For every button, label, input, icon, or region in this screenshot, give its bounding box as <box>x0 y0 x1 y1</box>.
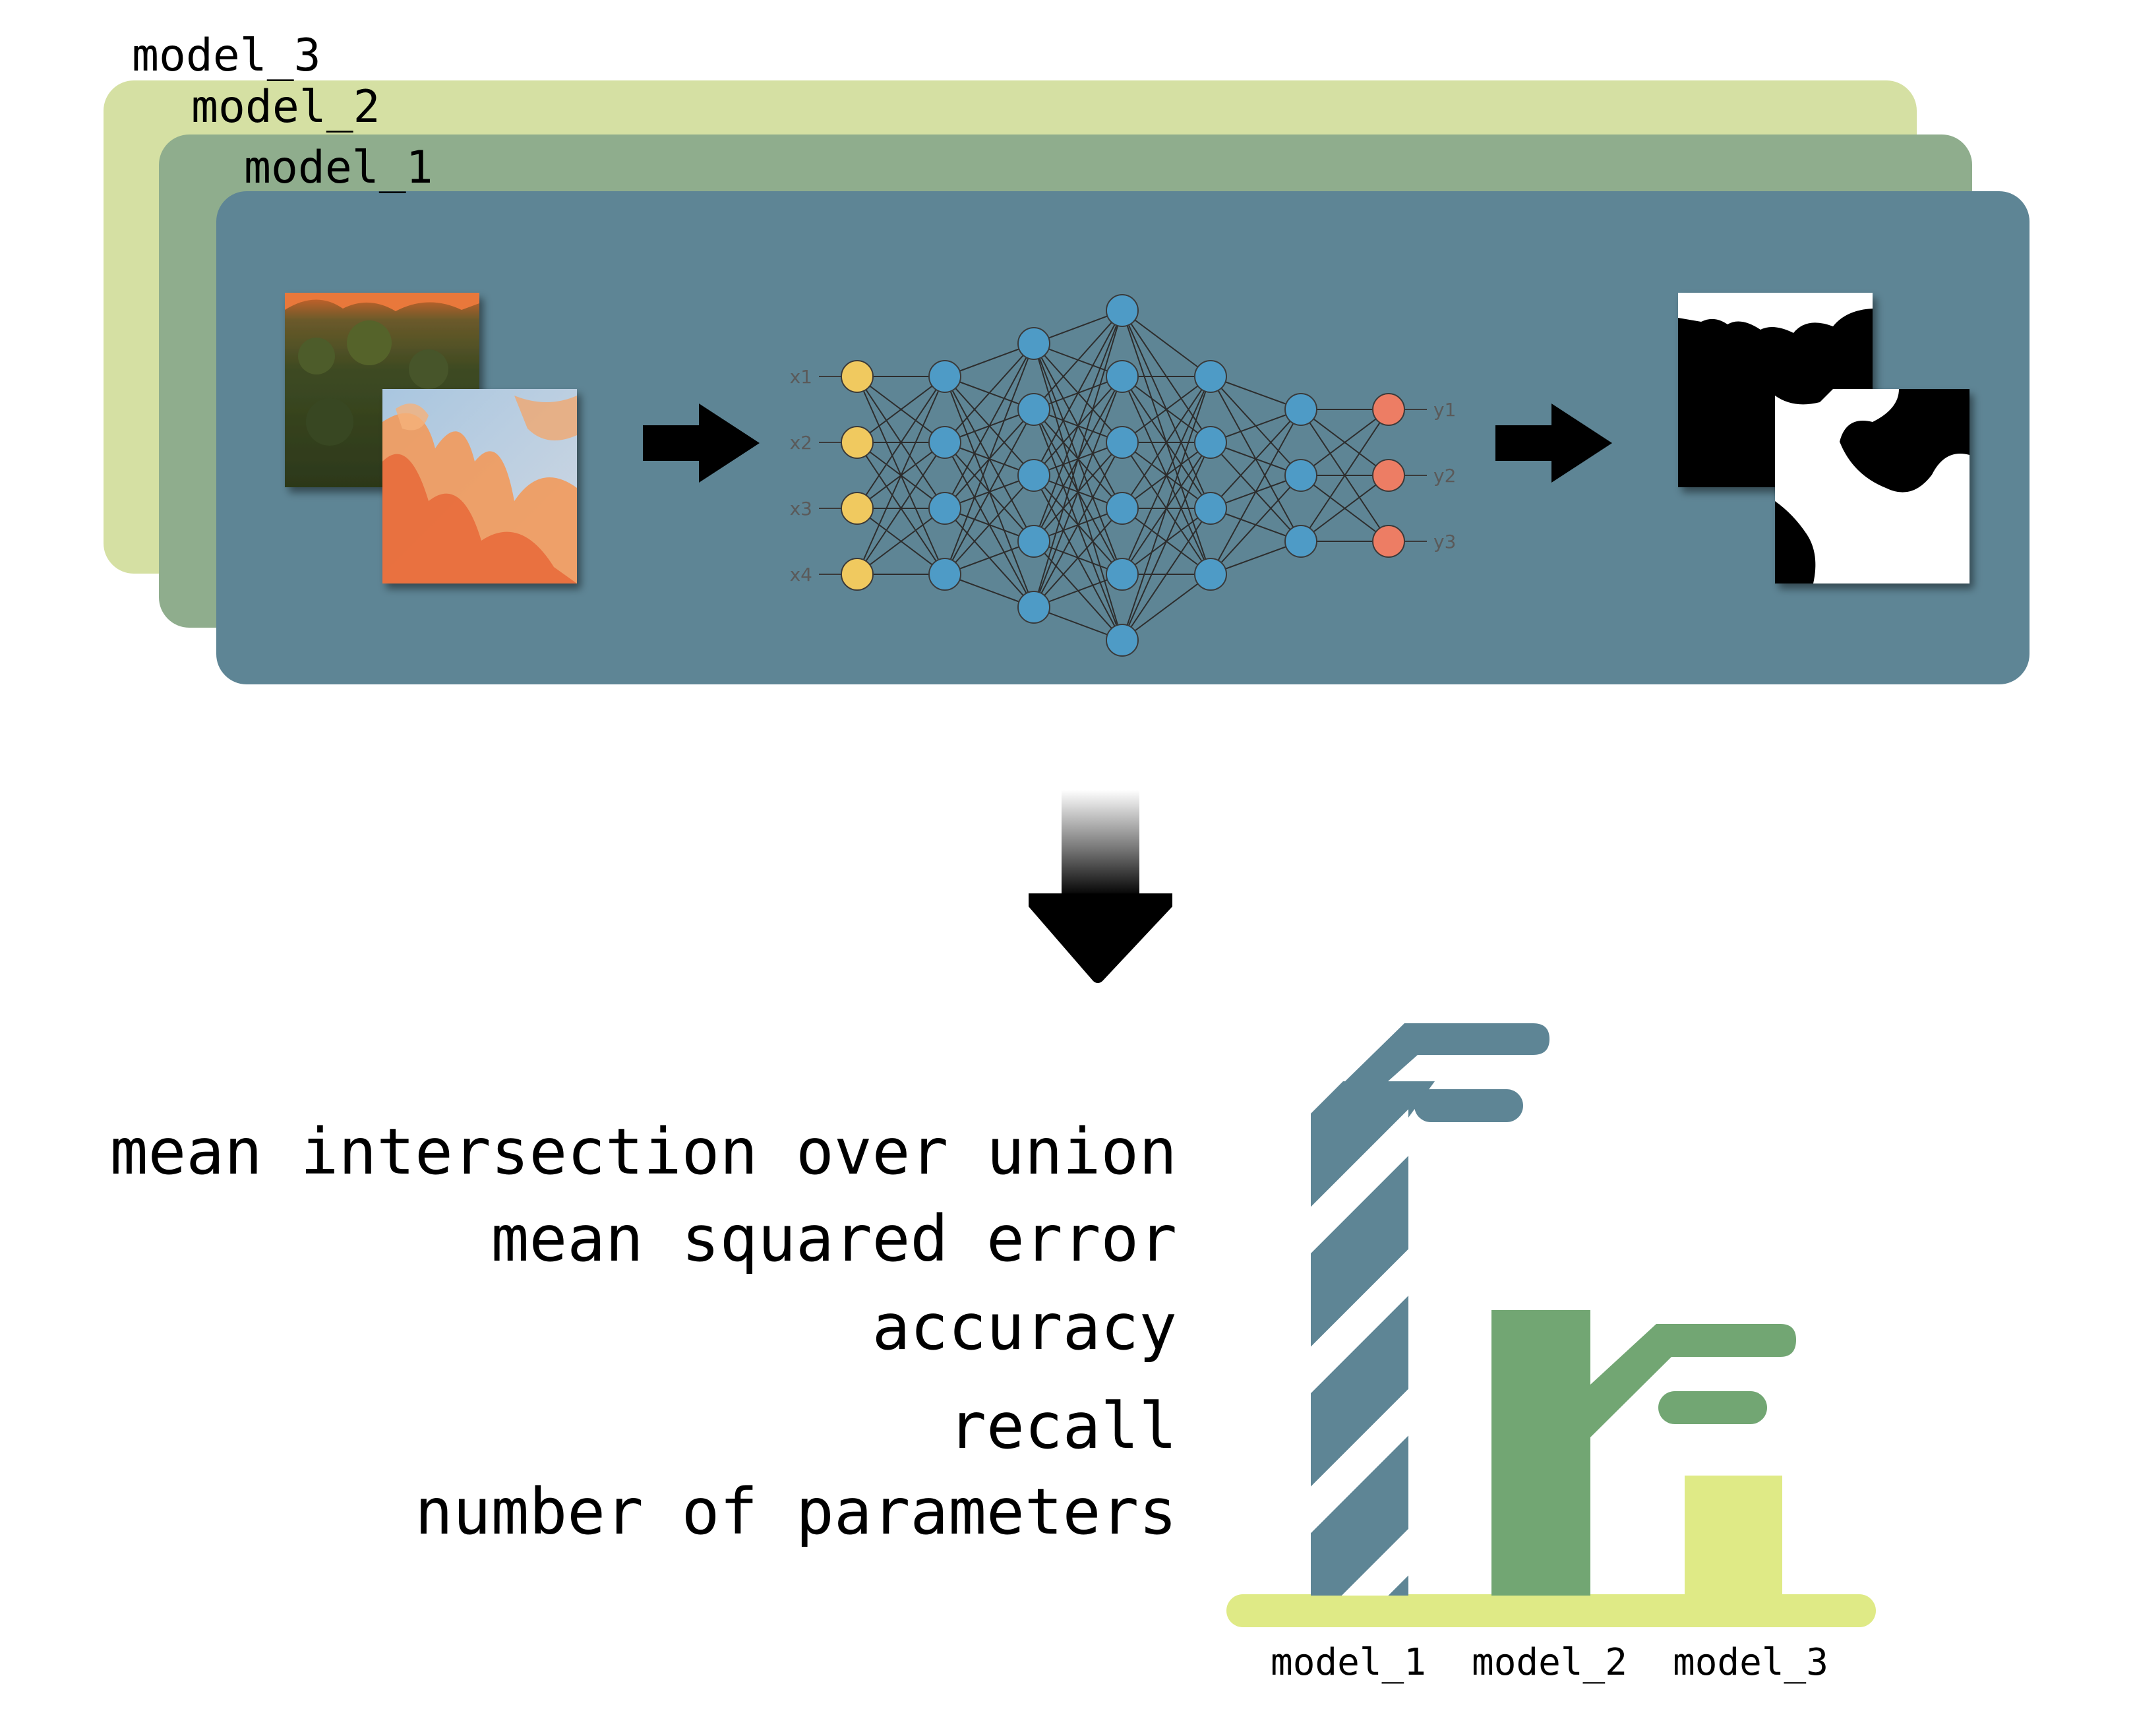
hidden-node <box>1017 591 1050 624</box>
network-edge <box>1210 475 1302 575</box>
metric-miou: mean intersection over union <box>110 1115 1177 1189</box>
output-label: y1 <box>1433 399 1456 421</box>
model-2-bar <box>1491 1310 1796 1596</box>
input-label: x2 <box>790 432 812 454</box>
network-nodes <box>841 294 1405 657</box>
input-images <box>285 293 577 584</box>
network-edge <box>1300 409 1389 476</box>
network-edge <box>944 343 1035 443</box>
metric-mse: mean squared error <box>491 1202 1177 1276</box>
network-edge <box>1210 409 1302 509</box>
output-label: y2 <box>1433 465 1456 487</box>
network-edge <box>1300 475 1389 542</box>
network-edge <box>1122 508 1211 641</box>
hidden-node <box>1106 492 1139 525</box>
hidden-node <box>1194 360 1227 393</box>
hidden-node <box>1106 360 1139 393</box>
right-arrow-icon <box>643 404 760 483</box>
output-node <box>1372 525 1405 558</box>
network-edge <box>1122 574 1211 641</box>
model-1-bar <box>1311 1023 1549 1596</box>
hidden-node <box>1284 459 1317 492</box>
down-arrow-icon <box>1029 790 1172 983</box>
output-label: y3 <box>1433 531 1456 553</box>
bar-label-model-2: model_2 <box>1472 1641 1627 1684</box>
hidden-node <box>928 558 961 591</box>
hidden-node <box>1194 426 1227 459</box>
metric-recall: recall <box>948 1389 1177 1463</box>
network-edge <box>1033 310 1123 410</box>
input-node <box>841 492 874 525</box>
network-edge <box>1122 376 1211 443</box>
bar-label-model-3: model_3 <box>1673 1641 1828 1684</box>
baseline <box>1226 1594 1876 1627</box>
network-edge <box>944 343 1035 575</box>
metric-accuracy: accuracy <box>872 1290 1177 1364</box>
output-node <box>1372 459 1405 492</box>
flame-sky-image <box>382 389 577 584</box>
network-edge <box>857 508 946 575</box>
right-arrow-icon <box>1495 404 1612 483</box>
network-edge <box>944 475 1035 575</box>
bar-label-model-1: model_1 <box>1271 1641 1426 1684</box>
output-node <box>1372 393 1405 426</box>
network-edge <box>1122 376 1211 509</box>
network-edge <box>1033 508 1123 608</box>
model-1-label: model_1 <box>244 142 433 194</box>
network-edge <box>857 376 946 575</box>
bar-chart-icon: model_1 model_2 model_3 <box>1226 1023 1876 1684</box>
model-2-label: model_2 <box>191 81 380 133</box>
input-label: x4 <box>790 564 812 585</box>
hidden-node <box>1194 492 1227 525</box>
input-node <box>841 426 874 459</box>
hidden-node <box>1284 393 1317 426</box>
hidden-node <box>1106 426 1139 459</box>
network-edge <box>1122 376 1211 641</box>
network-edge <box>1210 409 1302 575</box>
hidden-node <box>1106 558 1139 591</box>
network-edge <box>1033 376 1123 608</box>
hidden-node <box>1106 624 1139 657</box>
hidden-node <box>1017 525 1050 558</box>
input-label: x1 <box>790 366 812 388</box>
hidden-node <box>928 492 961 525</box>
network-edge <box>1122 376 1211 575</box>
hidden-node <box>1017 393 1050 426</box>
input-label: x3 <box>790 498 812 520</box>
hidden-node <box>1106 294 1139 327</box>
network-edge <box>944 343 1035 509</box>
hidden-node <box>928 426 961 459</box>
metric-parameters: number of parameters <box>415 1475 1177 1549</box>
network-edges <box>857 310 1389 641</box>
hidden-node <box>1017 327 1050 360</box>
output-masks <box>1678 293 1970 584</box>
network-edge <box>944 409 1035 575</box>
network-edge <box>1033 310 1123 608</box>
input-node <box>841 360 874 393</box>
neural-network: x1 x2 x3 x4 y1 y2 y3 <box>790 294 1457 657</box>
network-edge <box>1033 310 1123 476</box>
network-edge <box>1122 442 1211 641</box>
input-node <box>841 558 874 591</box>
network-edge <box>857 376 946 443</box>
network-edge <box>1033 442 1123 608</box>
model-3-bar <box>1685 1476 1782 1596</box>
hidden-node <box>1194 558 1227 591</box>
network-edge <box>857 442 946 575</box>
model-3-label: model_3 <box>132 30 321 82</box>
network-edge <box>1122 310 1211 377</box>
network-labels: x1 x2 x3 x4 y1 y2 y3 <box>790 366 1457 585</box>
segmentation-mask-2 <box>1775 389 1970 584</box>
network-edge <box>857 376 946 509</box>
network-edge <box>1033 310 1123 542</box>
network-edge <box>1300 409 1389 542</box>
hidden-node <box>1284 525 1317 558</box>
metrics-list: mean intersection over union mean square… <box>110 1115 1177 1549</box>
hidden-node <box>1017 459 1050 492</box>
hidden-node <box>928 360 961 393</box>
